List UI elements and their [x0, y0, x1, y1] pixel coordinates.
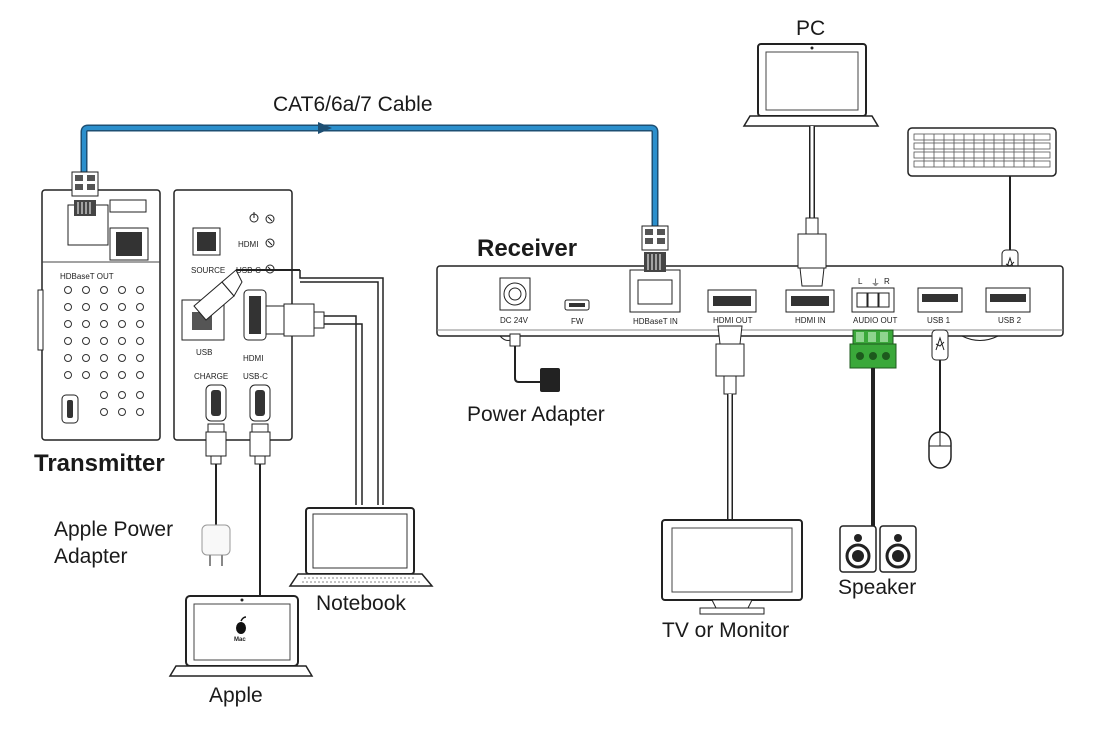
transmitter-hdmi-plug: [265, 303, 325, 337]
speaker-icons: [839, 525, 917, 573]
cable-label: CAT6/6a/7 Cable: [273, 93, 433, 116]
hdmi-led-label: HDMI: [238, 240, 259, 249]
notebook-cables: [299, 270, 384, 505]
pc-laptop-icon: [742, 43, 880, 127]
hdbaset-out-label: HDBaseT OUT: [60, 272, 114, 281]
transmitter-label: Transmitter: [34, 450, 165, 477]
receiver-label: Receiver: [477, 235, 578, 262]
usbc-source-plug: [249, 423, 271, 600]
cable-direction-arrow: [318, 122, 332, 134]
apple-power-adapter-label: Apple Power Adapter: [54, 518, 174, 568]
audio-right-label: R: [884, 277, 890, 286]
dc-port-label: DC 24V: [500, 316, 529, 325]
vent-holes: [64, 286, 144, 416]
tv-monitor-icon: [661, 519, 803, 615]
tv-monitor-label: TV or Monitor: [662, 619, 790, 642]
hdmi-in-label: HDMI IN: [795, 316, 826, 325]
mouse-icon: [928, 431, 952, 469]
usbc-led-label: USB-C: [236, 266, 261, 275]
pc-label: PC: [796, 17, 826, 40]
hdmi-port-label: HDMI: [243, 354, 264, 363]
apple-laptop-icon: [168, 595, 314, 677]
cat-cable: [80, 124, 659, 232]
usb-port-label: USB: [196, 348, 213, 357]
keyboard-icon: [907, 127, 1057, 177]
pc-hdmi-plug: [797, 217, 827, 287]
audio-left-label: L: [858, 277, 863, 286]
hdmi-out-label: HDMI OUT: [713, 316, 753, 325]
charge-port-label: CHARGE: [194, 372, 229, 381]
usbc-charge-plug: [205, 423, 227, 525]
receiver-body: [436, 265, 1064, 341]
usbc-port-label: USB-C: [243, 372, 268, 381]
dc-power-plug: [509, 333, 560, 392]
audio-terminal-block: [849, 329, 897, 369]
apple-screen-text: Mac: [234, 637, 246, 643]
notebook-icon: [288, 507, 434, 587]
speaker-label: Speaker: [838, 576, 917, 599]
apple-label: Apple: [209, 684, 263, 707]
usb2-port-label: USB 2: [998, 316, 1022, 325]
receiver-rj45-plug: [641, 225, 669, 272]
transmitter-source-module: [173, 189, 293, 441]
mouse-usb-plug: [931, 329, 949, 361]
hdbaset-in-label: HDBaseT IN: [633, 317, 678, 326]
power-adapter-label: Power Adapter: [467, 403, 605, 426]
audio-out-label: AUDIO OUT: [853, 316, 898, 325]
transmitter-rj45-plug: [71, 171, 99, 216]
apple-power-adapter-icon: [201, 524, 231, 566]
source-button-label: SOURCE: [191, 266, 226, 275]
tv-hdmi-plug: [715, 325, 745, 395]
usb1-port-label: USB 1: [927, 316, 951, 325]
fw-port-label: FW: [571, 317, 584, 326]
transmitter-usb-plug: [193, 269, 300, 321]
transmitter-hdbaset-module: [37, 189, 161, 441]
ground-symbol: ⏚: [871, 278, 881, 288]
notebook-label: Notebook: [316, 592, 406, 615]
